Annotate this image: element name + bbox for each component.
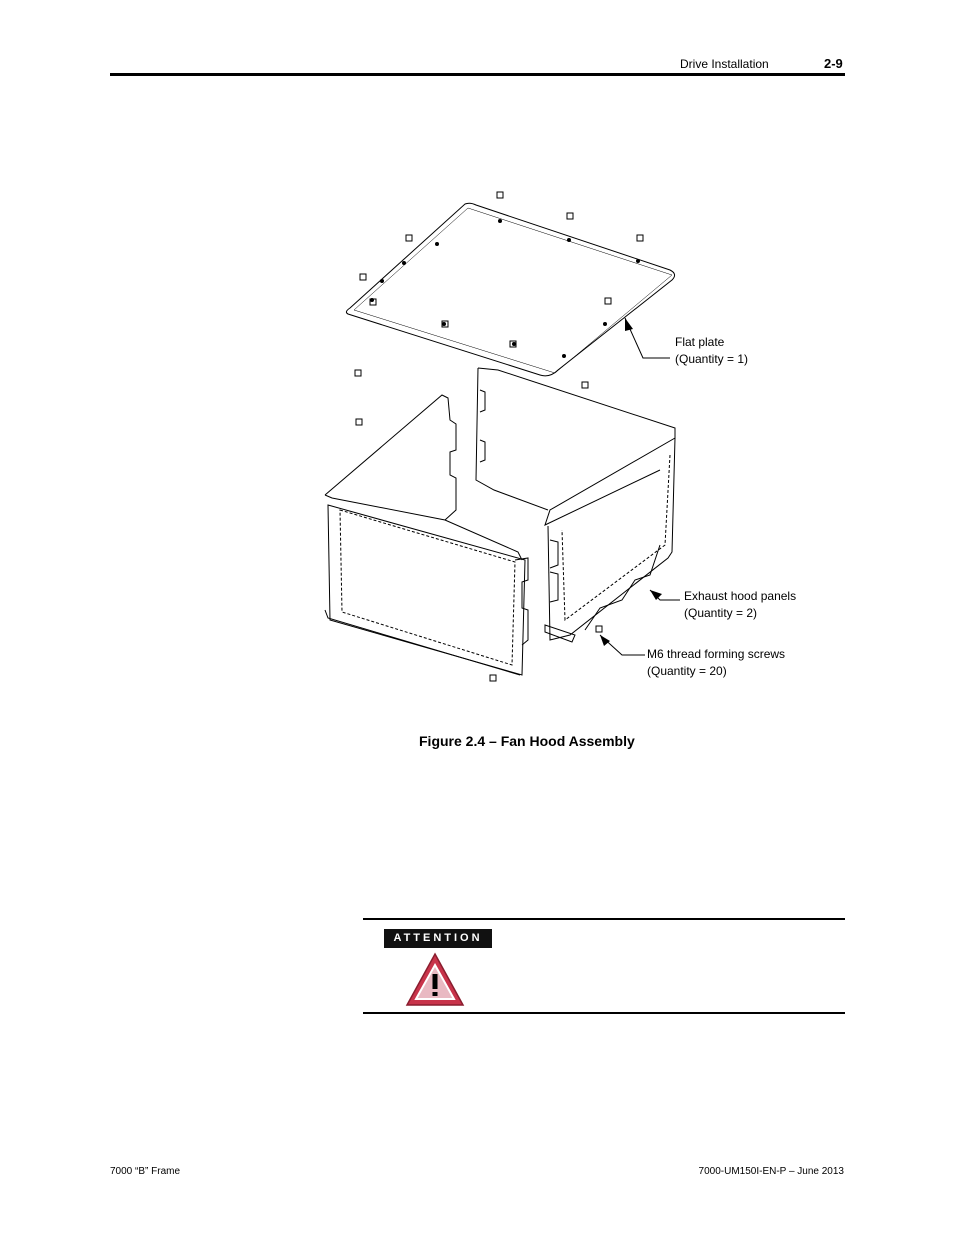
screws-quantity: (Quantity = 20)	[647, 664, 727, 678]
attention-top-rule	[363, 918, 845, 920]
screws-label: M6 thread forming screws	[647, 647, 786, 661]
screw-glyphs	[354, 191, 644, 682]
header-page-number: 2-9	[824, 56, 843, 71]
flat-plate-quantity: (Quantity = 1)	[675, 352, 749, 366]
screws-callout: M6 thread forming screws (Quantity = 20)	[647, 646, 785, 680]
attention-bottom-rule	[363, 1012, 845, 1014]
warning-icon	[405, 952, 465, 1006]
flat-plate-drawing	[345, 202, 676, 377]
panels-callout: Exhaust hood panels (Quantity = 2)	[684, 588, 796, 622]
header-rule	[110, 73, 845, 76]
footer-left: 7000 “B” Frame	[110, 1166, 181, 1177]
leader-arrowheads	[600, 318, 662, 646]
attention-label: ATTENTION	[384, 929, 492, 948]
header-section-title: Drive Installation	[680, 57, 769, 71]
panels-quantity: (Quantity = 2)	[684, 606, 758, 620]
flat-plate-callout: Flat plate (Quantity = 1)	[675, 334, 748, 368]
panels-label: Exhaust hood panels	[684, 589, 797, 603]
fan-hood-assembly-drawing	[324, 191, 680, 682]
figure-caption: Figure 2.4 – Fan Hood Assembly	[419, 733, 635, 749]
footer-right: 7000-UM150I-EN-P – June 2013	[698, 1166, 844, 1177]
left-hood-panel-drawing	[324, 394, 529, 676]
flat-plate-label: Flat plate	[675, 335, 725, 349]
right-hood-panel-drawing	[475, 367, 676, 643]
